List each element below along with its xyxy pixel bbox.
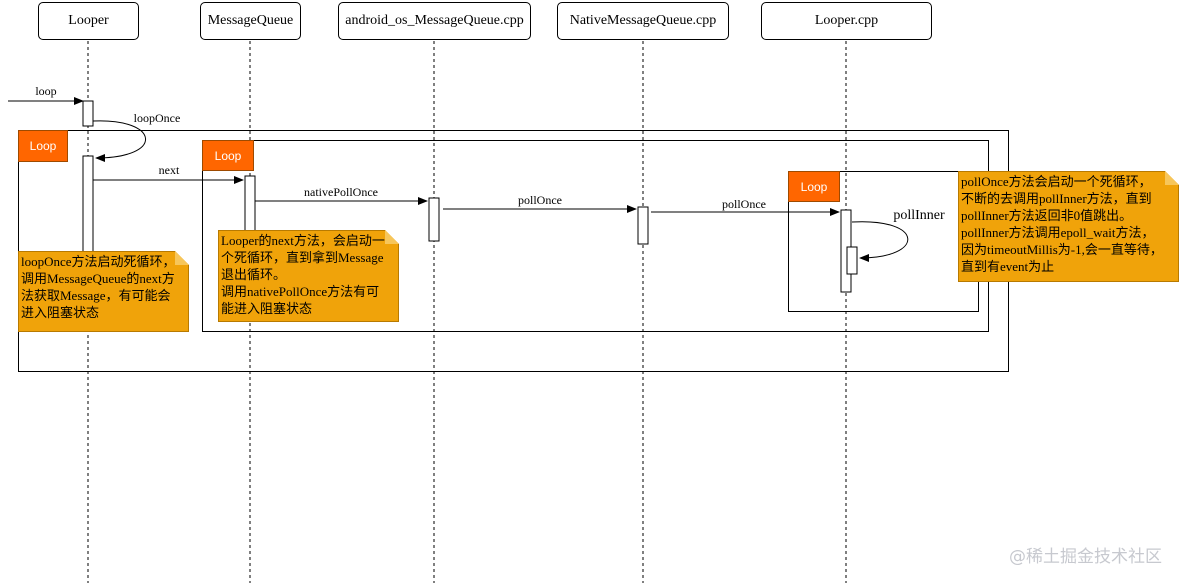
note-loopercpp-line: 直到有event为止 [961,259,1055,274]
participant-messagequeue: MessageQueue [200,2,301,40]
label-pollonce-1: pollOnce [518,193,562,207]
note-looper-line: 调用MessageQueue的next方 [21,271,175,286]
loop-tag-inner: Loop [788,171,840,202]
loop-tag-outer: Loop [18,130,68,162]
note-looper-line: 法获取Message，有可能会 [21,288,171,303]
note-messagequeue: Looper的next方法，会启动一 个死循环，直到拿到Message 退出循环… [218,230,399,322]
participant-loopercpp: Looper.cpp [761,2,932,40]
note-messagequeue-line: 调用nativePollOnce方法有可 [221,284,380,299]
note-loopercpp-line: pollInner方法调用epoll_wait方法， [961,225,1155,240]
note-loopercpp-line: pollOnce方法会启动一个死循环， [961,174,1152,189]
note-messagequeue-line: Looper的next方法，会启动一 [221,233,385,248]
note-looper-line: loopOnce方法启动死循环， [21,254,176,269]
activation-nativemessagequeue [637,206,649,245]
activation-android-os [428,197,440,242]
note-loopercpp-line: pollInner方法返回非0值跳出。 [961,208,1133,223]
participant-android-os-messagequeue: android_os_MessageQueue.cpp [338,2,531,40]
activation-loopercpp-pollinner [846,246,858,275]
note-looper-line: 进入阻塞状态 [21,305,100,320]
note-loopercpp: pollOnce方法会启动一个死循环， 不断的去调用pollInner方法，直到… [958,171,1179,282]
label-next: next [158,163,180,177]
participant-looper: Looper [38,2,139,40]
participant-nativemessagequeue: NativeMessageQueue.cpp [557,2,729,40]
label-looponce: loopOnce [133,111,181,125]
note-messagequeue-line: 个死循环，直到拿到Message [221,250,384,265]
note-loopercpp-line: 因为timeoutMillis为-1,会一直等待， [961,242,1163,257]
note-looper: loopOnce方法启动死循环， 调用MessageQueue的next方 法获… [18,251,189,332]
note-messagequeue-line: 能进入阻塞状态 [221,301,313,316]
note-messagequeue-line: 退出循环。 [221,267,287,282]
arrow-pollinner [851,221,909,262]
activation-looper-loop [82,100,94,127]
label-loop: loop [35,84,57,98]
label-pollinner: pollInner [893,208,945,223]
label-pollonce-2: pollOnce [722,197,766,211]
label-nativepollonce: nativePollOnce [304,185,378,199]
arrow-looponce [92,120,146,162]
loop-tag-middle: Loop [202,140,254,171]
note-loopercpp-line: 不断的去调用pollInner方法，直到 [961,191,1152,206]
watermark: @稀土掘金技术社区 [1009,547,1162,567]
